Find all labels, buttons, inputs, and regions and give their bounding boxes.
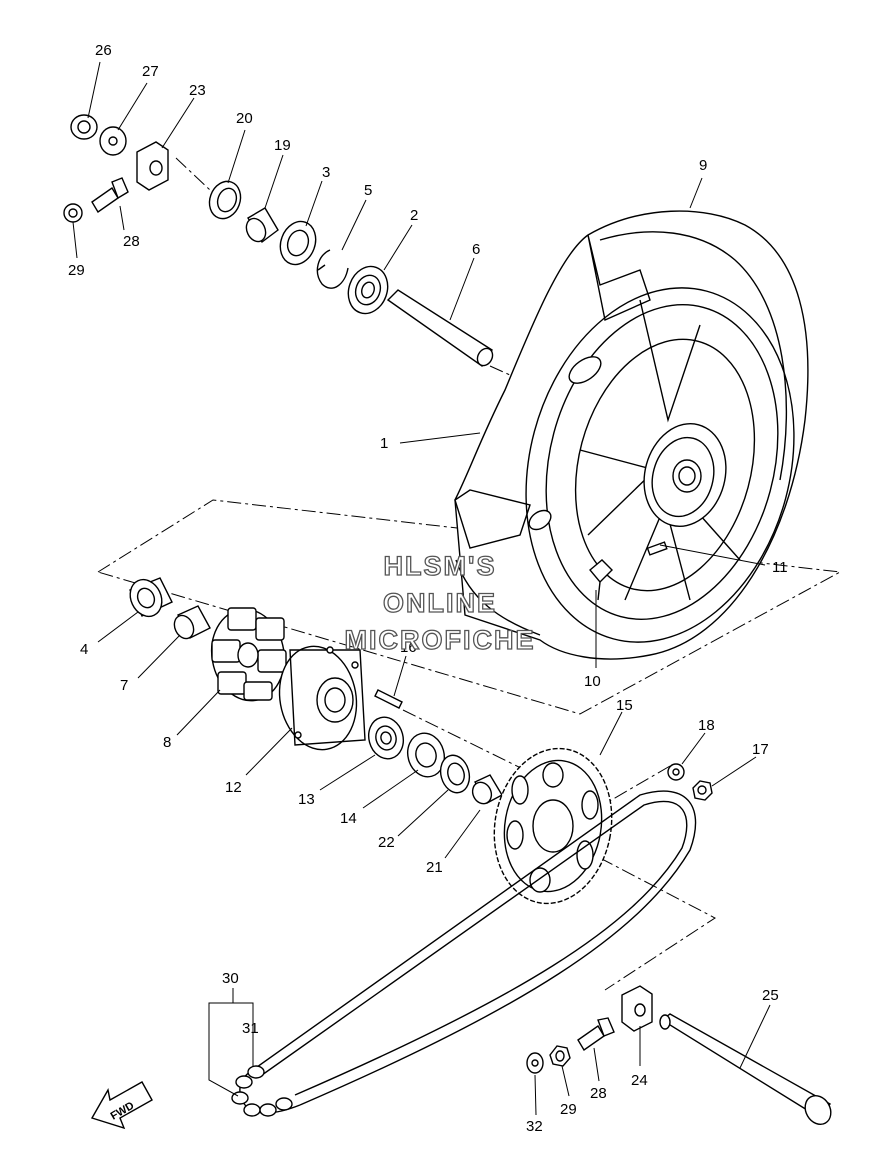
bolt-28-lower[interactable]: [577, 1017, 615, 1052]
callout-10[interactable]: 10: [584, 673, 601, 690]
callout-31[interactable]: 31: [242, 1020, 259, 1037]
callout-14[interactable]: 14: [340, 810, 357, 827]
collar-21[interactable]: [469, 774, 503, 807]
forward-direction-icon: FWD: [90, 1081, 153, 1130]
tire-valve[interactable]: [589, 559, 613, 601]
collar-19[interactable]: [243, 207, 279, 245]
callout-17[interactable]: 17: [752, 741, 769, 758]
washer-27[interactable]: [99, 126, 127, 156]
nut-26[interactable]: [70, 114, 98, 140]
bearing-13[interactable]: [364, 713, 408, 762]
callout-4[interactable]: 4: [80, 641, 88, 658]
washer-18[interactable]: [667, 763, 685, 781]
callout-29-lower[interactable]: 29: [560, 1101, 577, 1118]
oil-seal-14[interactable]: [403, 729, 449, 781]
callout-5[interactable]: 5: [364, 182, 372, 199]
watermark-line-3: MICROFICHE: [345, 625, 536, 655]
drive-chain-30[interactable]: [239, 790, 697, 1114]
callout-19[interactable]: 19: [274, 137, 291, 154]
clutch-hub-12[interactable]: [272, 640, 366, 756]
callout-7[interactable]: 7: [120, 677, 128, 694]
rear-tire[interactable]: [454, 210, 832, 672]
callout-27[interactable]: 27: [142, 63, 159, 80]
callout-9[interactable]: 9: [699, 157, 707, 174]
washer-32[interactable]: [526, 1052, 544, 1074]
clutch-damper-8[interactable]: [205, 603, 292, 706]
callout-24[interactable]: 24: [631, 1072, 648, 1089]
leader-lines: [72, 61, 771, 1116]
callout-26[interactable]: 26: [95, 42, 112, 59]
assembly-guide-lines: [97, 157, 842, 991]
collar-22[interactable]: [437, 752, 474, 796]
wheel-axle-25[interactable]: [659, 1013, 836, 1129]
callout-11[interactable]: 11: [772, 559, 788, 576]
callout-25[interactable]: 25: [762, 987, 779, 1004]
bolt-28-upper[interactable]: [91, 177, 129, 214]
oil-seal-3[interactable]: [275, 217, 322, 270]
watermark: HLSM'S ONLINE MICROFICHE: [344, 550, 536, 655]
callout-15[interactable]: 15: [616, 697, 633, 714]
callout-29-upper[interactable]: 29: [68, 262, 85, 279]
callout-13[interactable]: 13: [298, 791, 315, 808]
callout-1[interactable]: 1: [380, 435, 388, 452]
stud-bolt-16[interactable]: [374, 689, 403, 709]
callout-28-lower[interactable]: 28: [590, 1085, 607, 1102]
callout-3[interactable]: 3: [322, 164, 330, 181]
bearing-2[interactable]: [342, 261, 394, 319]
collar-20[interactable]: [204, 177, 245, 223]
bearing-4[interactable]: [124, 574, 173, 621]
nut-29-upper[interactable]: [63, 203, 83, 223]
callout-8[interactable]: 8: [163, 734, 171, 751]
callout-6[interactable]: 6: [472, 241, 480, 258]
callout-28-upper[interactable]: 28: [123, 233, 140, 250]
chain-puller-24[interactable]: [621, 985, 653, 1032]
callout-23[interactable]: 23: [189, 82, 206, 99]
nut-29-lower[interactable]: [549, 1045, 571, 1067]
sprocket-15[interactable]: [482, 739, 623, 913]
callout-32[interactable]: 32: [526, 1118, 543, 1135]
callout-30[interactable]: 30: [222, 970, 239, 987]
spacer-6[interactable]: [386, 289, 496, 368]
master-link-31[interactable]: [231, 1065, 293, 1117]
rear-wheel-rim[interactable]: [526, 299, 782, 611]
callout-2[interactable]: 2: [410, 207, 418, 224]
nut-17[interactable]: [692, 780, 713, 801]
callout-22[interactable]: 22: [378, 834, 395, 851]
collar-7[interactable]: [171, 605, 211, 642]
circlip-5[interactable]: [316, 249, 349, 289]
wheel-hub: [643, 423, 727, 527]
chain-puller-23[interactable]: [136, 141, 169, 191]
watermark-line-2: ONLINE: [383, 588, 497, 618]
callout-16[interactable]: 16: [400, 639, 417, 656]
callout-21[interactable]: 21: [426, 859, 443, 876]
callout-18[interactable]: 18: [698, 717, 715, 734]
callout-labels: 26 27 23 20 19 3 5 2 6 9 28 29 1 11 4 16…: [68, 42, 788, 1135]
watermark-line-1: HLSM'S: [384, 551, 497, 581]
callout-12[interactable]: 12: [225, 779, 242, 796]
callout-20[interactable]: 20: [236, 110, 253, 127]
